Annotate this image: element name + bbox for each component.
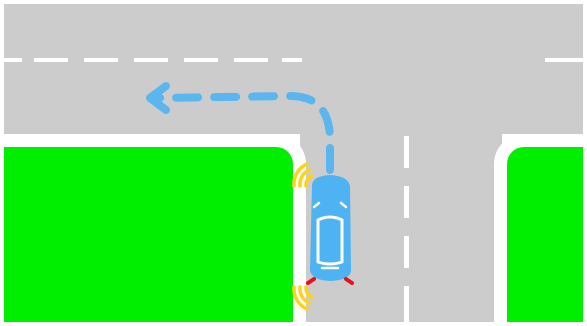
horizontal-road [4, 4, 583, 134]
car-icon [310, 175, 351, 281]
right-grass [507, 147, 583, 322]
left-grass [4, 147, 293, 322]
